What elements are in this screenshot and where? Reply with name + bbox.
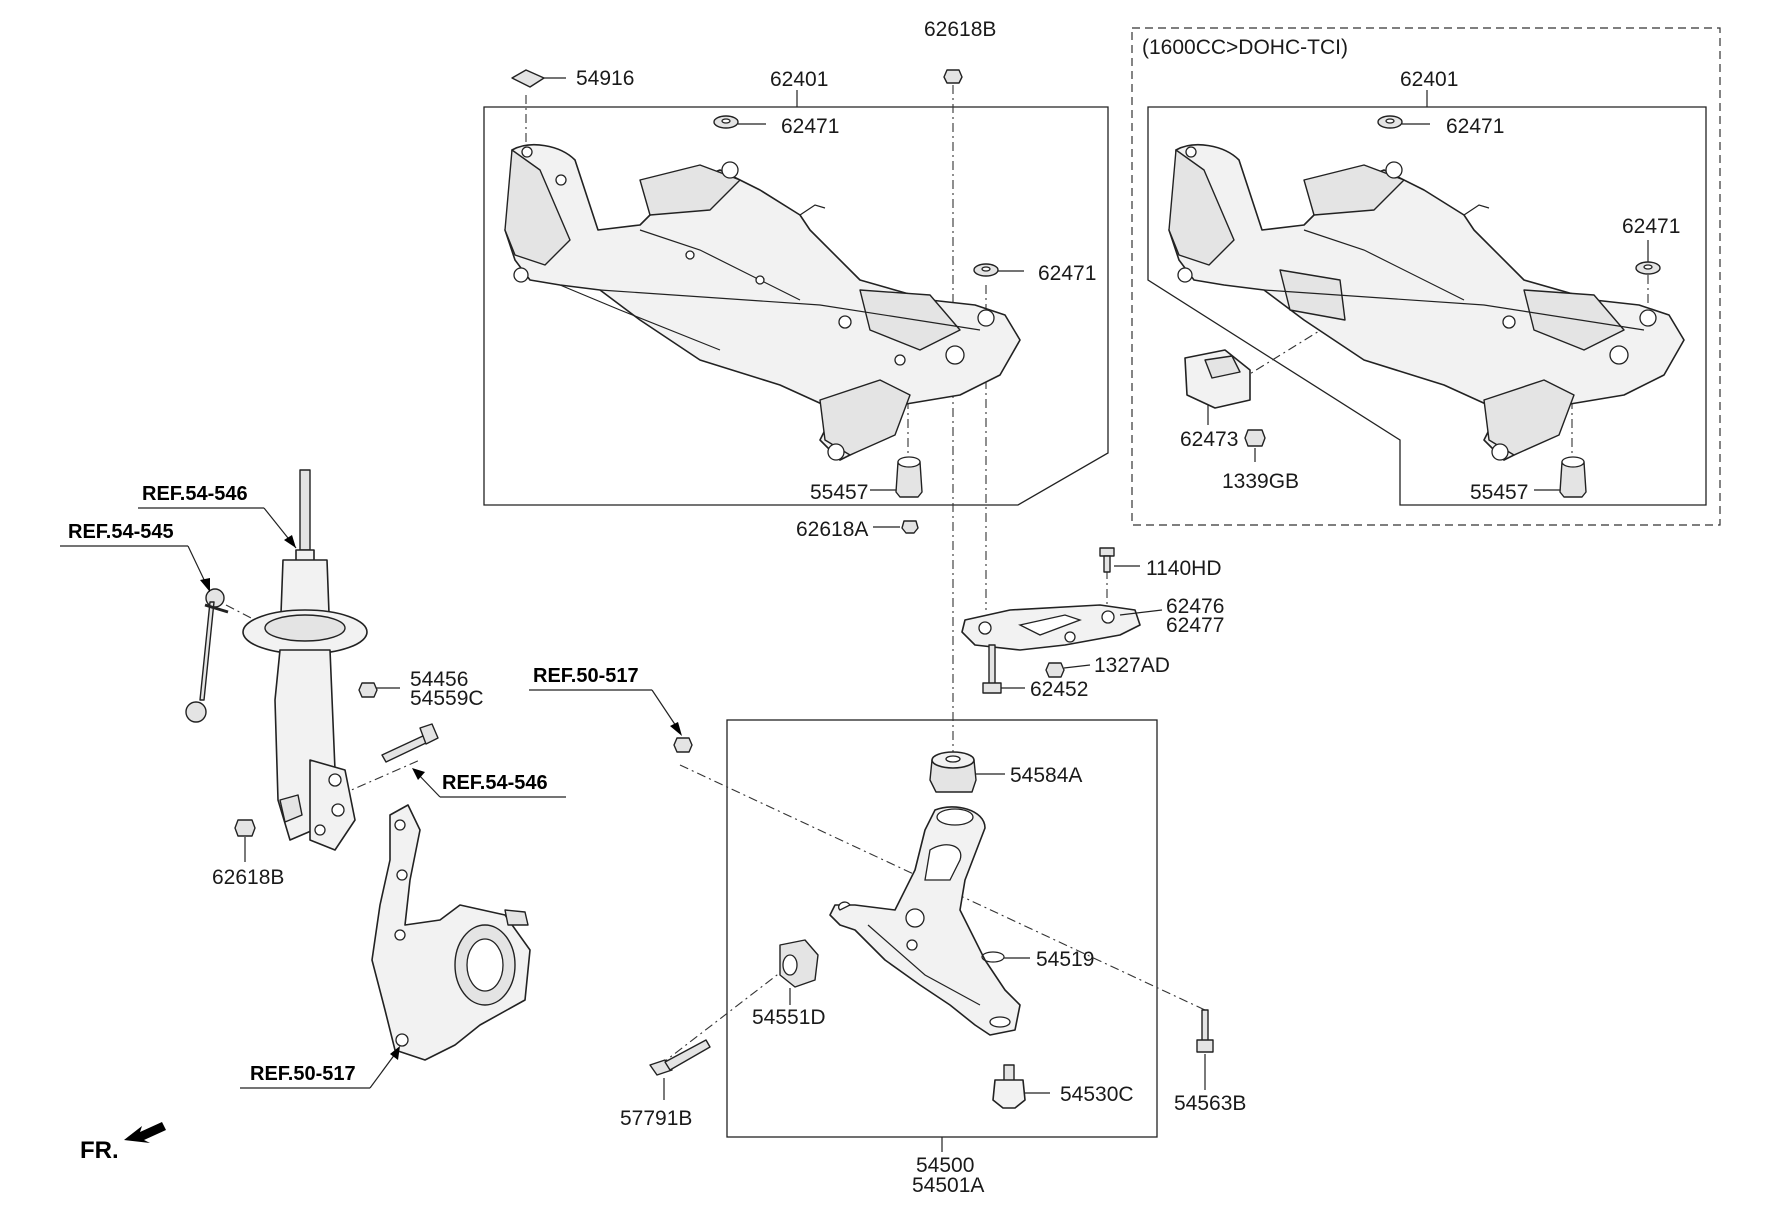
label-62471-a: 62471 [781, 115, 839, 138]
bolt-57791B [649, 1039, 711, 1076]
nut-1327AD [1045, 662, 1065, 678]
nut-62618B-left [234, 819, 256, 837]
centerline-57791B [659, 964, 791, 1066]
knuckle [371, 804, 531, 1061]
label-54456: 54456 [410, 668, 468, 691]
bushing-62471-a [713, 115, 739, 129]
bracket-62476-62477 [961, 604, 1141, 651]
nut-ref-50-517 [673, 737, 693, 753]
label-54584A: 54584A [1010, 764, 1082, 787]
bushing-54584A [929, 751, 977, 793]
label-62401-main: 62401 [770, 68, 828, 91]
label-62477: 62477 [1166, 614, 1224, 637]
bushing-55457-a [895, 456, 923, 498]
bolt-54563B [1196, 1009, 1214, 1053]
nut-62618B-top [943, 69, 963, 84]
subframe-62401 [504, 144, 1021, 461]
subframe-62401-variant [1168, 144, 1685, 461]
label-62473: 62473 [1180, 428, 1238, 451]
label-54563B: 54563B [1174, 1092, 1246, 1115]
centerline-strut-bolt [339, 759, 421, 796]
label-variant-note: (1600CC>DOHC-TCI) [1142, 36, 1348, 59]
label-62471-d: 62471 [1622, 215, 1680, 238]
bushing-62471-d [1635, 261, 1661, 275]
ref-54-546-bottom[interactable]: REF.54-546 [442, 772, 548, 794]
label-54559C: 54559C [410, 687, 484, 710]
direction-label: FR. [80, 1137, 119, 1164]
label-62401-variant: 62401 [1400, 68, 1458, 91]
strut-assembly [242, 469, 368, 851]
bolt-strut [381, 723, 439, 763]
label-55457-b: 55457 [1470, 481, 1528, 504]
ref-54-545[interactable]: REF.54-545 [68, 521, 174, 543]
label-1327AD: 1327AD [1094, 654, 1170, 677]
label-1339GB: 1339GB [1222, 470, 1299, 493]
label-1140HD: 1140HD [1146, 557, 1222, 580]
lower-arm-54500 [829, 806, 1021, 1036]
label-62618B-top: 62618B [924, 18, 996, 41]
snap-ring-54519 [981, 951, 1005, 963]
nut-1339GB [1244, 429, 1266, 447]
ball-joint-54530C [992, 1064, 1026, 1109]
bushing-62471-b [973, 263, 999, 277]
label-62471-c: 62471 [1446, 115, 1504, 138]
label-55457-a: 55457 [810, 481, 868, 504]
label-62476: 62476 [1166, 595, 1224, 618]
subframe-box-variant [1147, 106, 1707, 506]
subframe-box [483, 106, 1109, 506]
ref-50-517-arm[interactable]: REF.50-517 [533, 665, 639, 687]
bushing-54551D [779, 939, 819, 988]
bushing-62471-c [1377, 115, 1403, 129]
label-54501A: 54501A [912, 1174, 984, 1197]
label-57791B: 57791B [620, 1107, 692, 1130]
ref-54-546-top[interactable]: REF.54-546 [142, 483, 248, 505]
label-62618B-left: 62618B [212, 866, 284, 889]
centerline-stabilizer [225, 604, 256, 621]
label-62452: 62452 [1030, 678, 1088, 701]
label-62471-b: 62471 [1038, 262, 1096, 285]
bracket-62473 [1184, 349, 1251, 409]
label-54551D: 54551D [752, 1006, 826, 1029]
label-62618A: 62618A [796, 518, 868, 541]
ref-50-517-knuckle[interactable]: REF.50-517 [250, 1063, 356, 1085]
label-54530C: 54530C [1060, 1083, 1134, 1106]
bushing-55457-b [1559, 456, 1587, 498]
label-54916: 54916 [576, 67, 634, 90]
forward-arrow-icon [124, 1122, 166, 1143]
variant-box [1131, 27, 1721, 526]
pad-54916 [511, 69, 545, 88]
nut-62618A [901, 520, 919, 534]
bolt-62452 [982, 644, 1002, 694]
label-54500: 54500 [916, 1154, 974, 1177]
bolt-1140HD [1099, 547, 1115, 573]
stabilizer-link [185, 588, 229, 723]
nut-54456-54559C [358, 682, 378, 698]
label-54519: 54519 [1036, 948, 1094, 971]
